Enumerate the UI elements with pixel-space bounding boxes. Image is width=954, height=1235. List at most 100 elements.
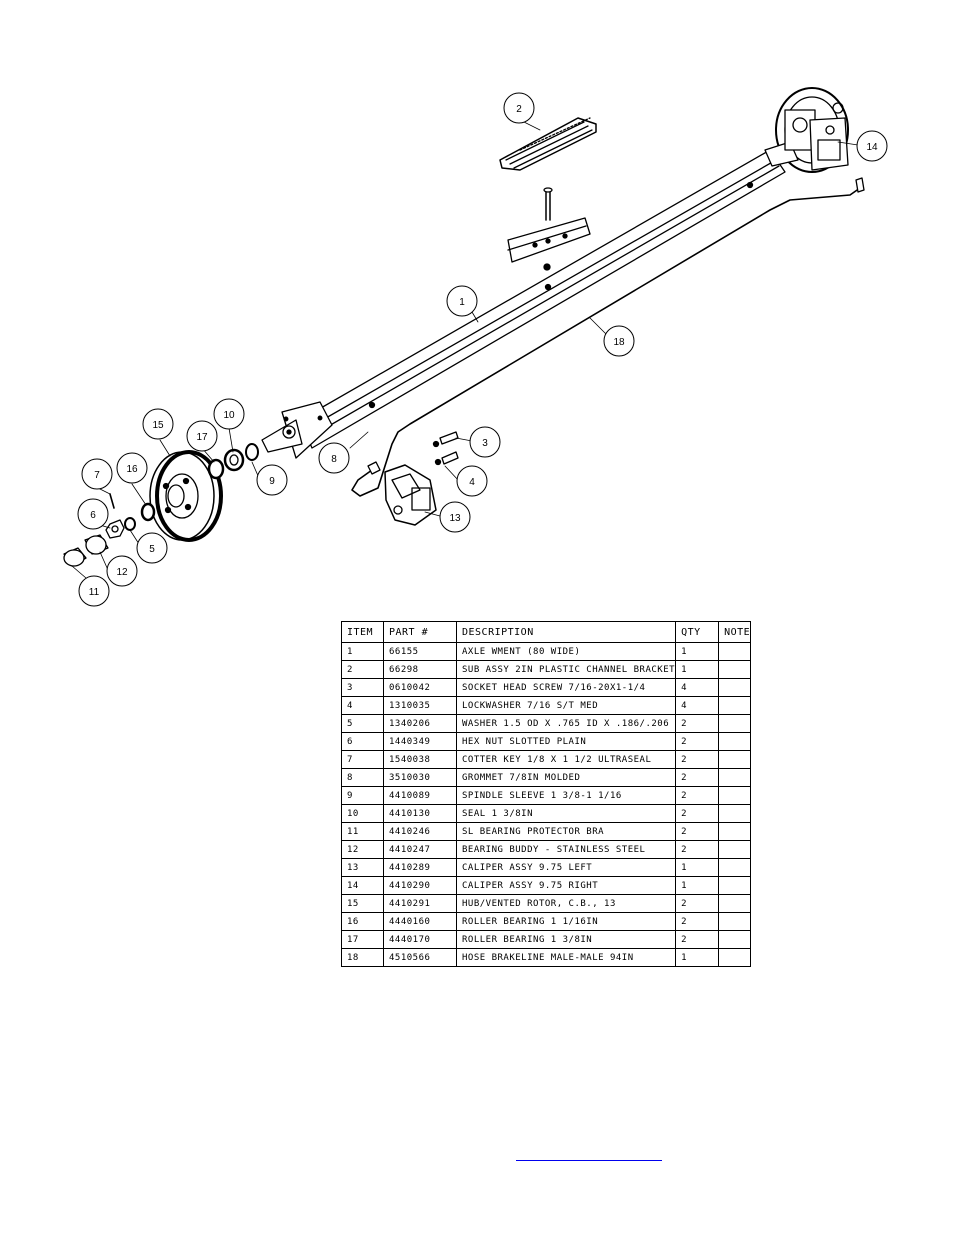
callout-9: 9 [256,464,288,496]
cell-item: 3 [341,678,384,697]
cell-qty: 2 [675,930,720,949]
callout-circle [856,130,888,162]
callout-circle [213,398,245,430]
cell-description: ROLLER BEARING 1 3/8IN [455,930,677,949]
callout-label: 11 [89,587,100,598]
caliper-right [809,117,849,171]
left-spindle [261,401,333,459]
bearings-and-seals [140,443,259,522]
cell-item: 17 [341,930,384,949]
callout-circle [142,408,174,440]
cell-qty: 2 [675,912,720,931]
cell-qty: 2 [675,840,720,859]
column-header-description: DESCRIPTION [455,621,677,643]
cell-part-number: 4440160 [383,912,457,931]
cell-part-number: 66298 [383,660,457,679]
cell-part-number: 1310035 [383,696,457,715]
callout-4: 4 [456,465,488,497]
callout-6: 6 [77,498,109,530]
cell-note [718,714,752,733]
callout-circle [446,285,478,317]
cell-description: ROLLER BEARING 1 1/16IN [455,912,677,931]
cell-description: SUB ASSY 2IN PLASTIC CHANNEL BRACKET [455,660,677,679]
cell-note [718,678,752,697]
callout-8: 8 [318,442,350,474]
cell-part-number: 0610042 [383,678,457,697]
cell-item: 5 [341,714,384,733]
cell-item: 9 [341,786,384,805]
cell-note [718,804,752,823]
callout-18: 18 [603,325,635,357]
callout-10: 10 [213,398,245,430]
callout-label: 16 [126,464,138,475]
cell-description: LOCKWASHER 7/16 S/T MED [455,696,677,715]
cell-item: 15 [341,894,384,913]
callout-label: 8 [331,454,337,465]
brake-line-hose [351,177,865,497]
callout-17: 17 [186,420,218,452]
cell-item: 7 [341,750,384,769]
cell-description: HUB/VENTED ROTOR, C.B., 13 [455,894,677,913]
callout-circle [106,555,138,587]
cell-item: 11 [341,822,384,841]
callout-2: 2 [503,92,535,124]
axle-tube [299,149,786,449]
bearing-buddy-and-protector [63,534,109,567]
plastic-channel-bracket [499,117,597,171]
callout-circle [318,442,350,474]
footer-link[interactable] [516,1146,662,1161]
callout-circle [256,464,288,496]
cell-qty: 2 [675,732,720,751]
cell-qty: 2 [675,786,720,805]
cell-part-number: 66155 [383,642,457,661]
callout-circle [456,465,488,497]
callout-circle [186,420,218,452]
column-header-note: NOTE [718,621,752,643]
cell-description: CALIPER ASSY 9.75 RIGHT [455,876,677,895]
cell-qty: 4 [675,696,720,715]
cell-note [718,876,752,895]
callout-circle [469,426,501,458]
callout-circle [78,575,110,607]
cell-qty: 2 [675,714,720,733]
callout-label: 3 [482,438,488,449]
callout-label: 5 [149,544,155,555]
callout-label: 17 [196,432,208,443]
cell-part-number: 4410290 [383,876,457,895]
cell-item: 1 [341,642,384,661]
callout-7: 7 [81,458,113,490]
cell-note [718,894,752,913]
cell-qty: 2 [675,750,720,769]
cell-qty: 1 [675,642,720,661]
callout-label: 2 [516,104,522,115]
cell-part-number: 4410246 [383,822,457,841]
cell-part-number: 3510030 [383,768,457,787]
caliper-left [384,464,437,526]
cell-note [718,822,752,841]
cell-item: 14 [341,876,384,895]
cell-description: SOCKET HEAD SCREW 7/16-20X1-1/4 [455,678,677,697]
cell-description: HEX NUT SLOTTED PLAIN [455,732,677,751]
cell-part-number: 1440349 [383,732,457,751]
callout-5: 5 [136,532,168,564]
cell-note [718,858,752,877]
callout-3: 3 [469,426,501,458]
bom-header-row: ITEM PART # DESCRIPTION QTY NOTE [341,621,752,643]
cell-note [718,912,752,931]
callout-1: 1 [446,285,478,317]
screws-and-lockwashers [432,431,459,466]
cell-description: SL BEARING PROTECTOR BRA [455,822,677,841]
cell-part-number: 4510566 [383,948,457,967]
cell-item: 10 [341,804,384,823]
